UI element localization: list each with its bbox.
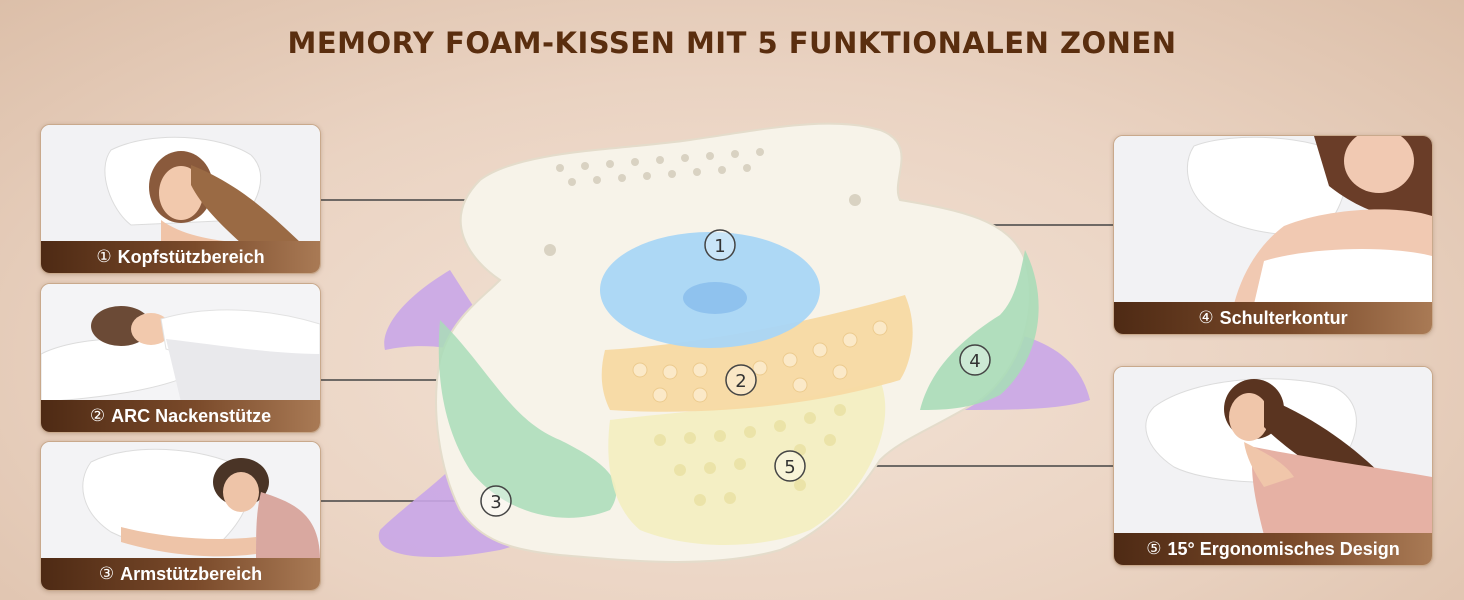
photo-ergonomic-design [1114,367,1432,535]
neck-bumps [632,320,888,403]
marker-2: 2 [725,364,757,396]
pillow-illustration [378,122,1090,563]
page-title: MEMORY FOAM-KISSEN MIT 5 FUNKTIONALEN ZO… [287,26,1177,60]
marker-4: 4 [959,344,991,376]
photo-shoulder-contour [1114,136,1432,304]
zone-design [608,380,886,545]
zone-neck [601,295,913,412]
zone-shoulder-right [920,250,1039,410]
zone-shoulder-left [438,320,617,518]
svg-text:1: 1 [714,236,725,257]
svg-text:3: 3 [490,492,501,513]
marker-3: 3 [480,485,512,517]
ventilation-holes [544,148,861,256]
svg-text:5: 5 [784,457,795,478]
zone-head-center [683,282,747,314]
marker-5: 5 [774,450,806,482]
photo-arm-support [41,442,320,560]
photo-head-support [41,125,320,243]
svg-text:2: 2 [735,371,746,392]
photo-neck-support [41,284,320,402]
marker-1: 1 [704,229,736,261]
design-dimples [654,404,846,506]
svg-text:4: 4 [969,351,980,372]
